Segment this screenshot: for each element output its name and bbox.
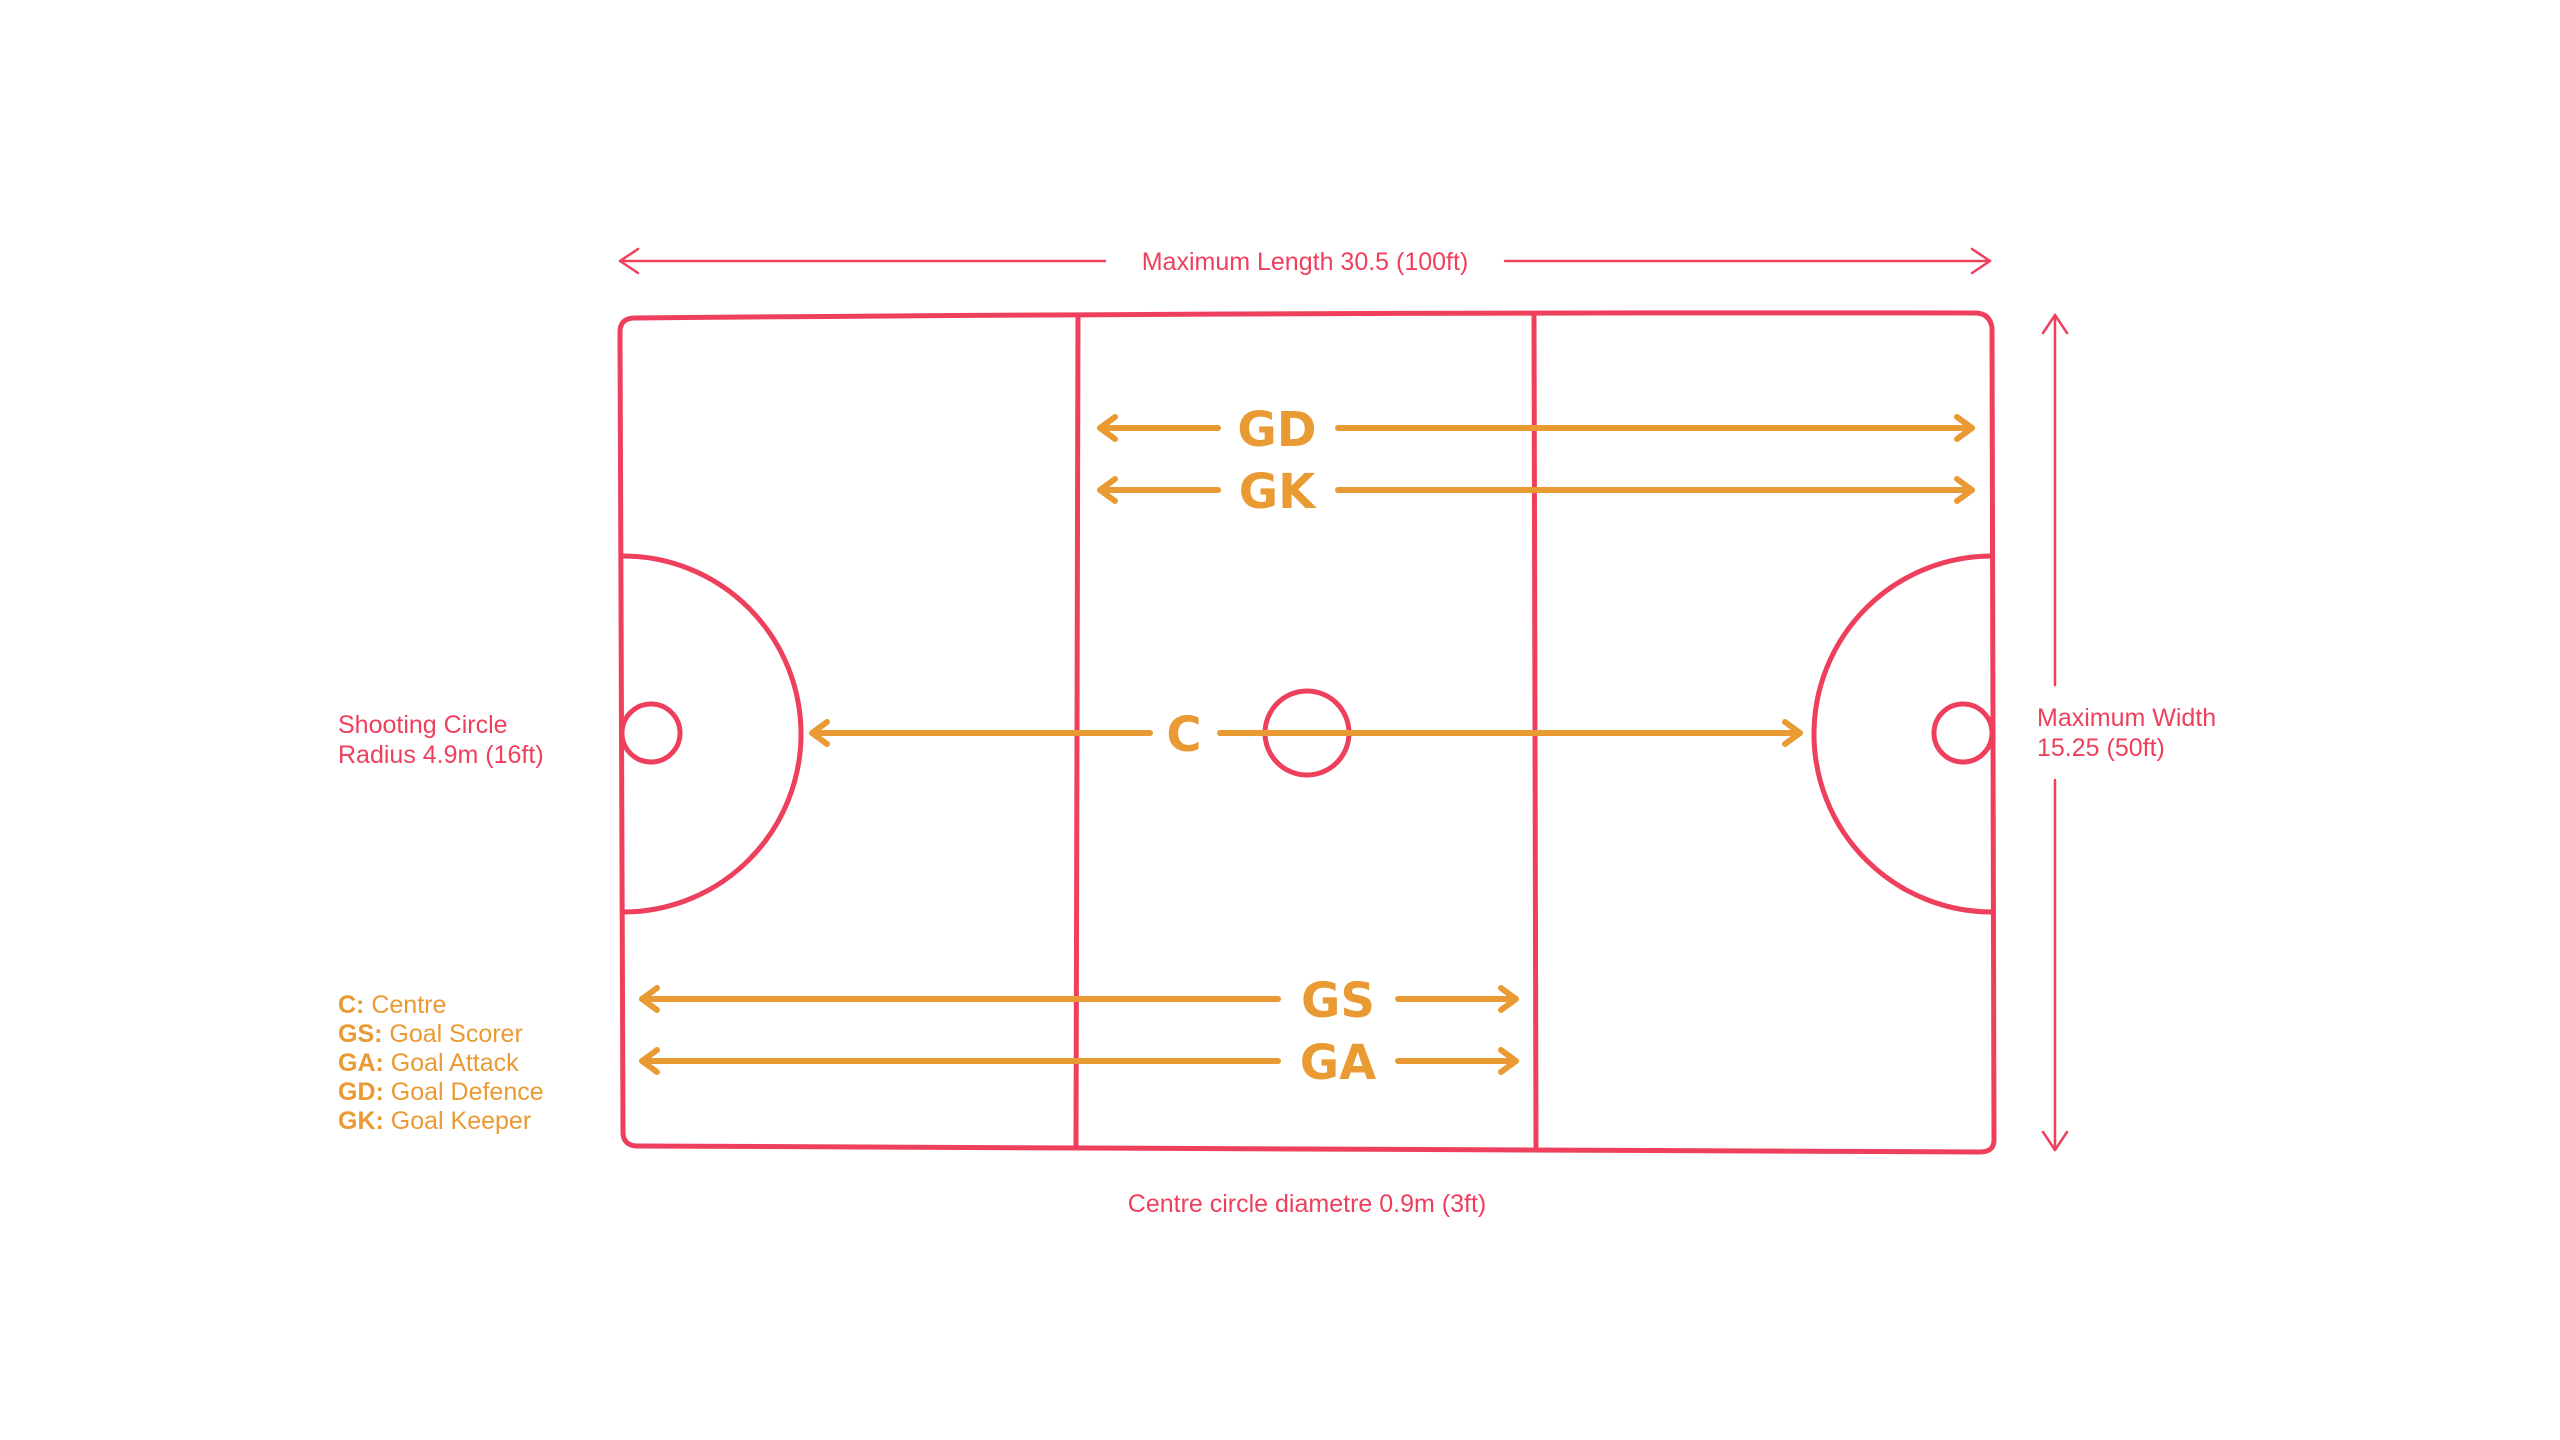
ga-area-arrow bbox=[639, 1047, 1519, 1075]
shooting-circle-label-line2: Radius 4.9m (16ft) bbox=[338, 741, 544, 769]
gk-label: GK bbox=[1239, 464, 1317, 520]
legend-item: GD: Goal Defence bbox=[338, 1078, 544, 1106]
legend-item: GK: Goal Keeper bbox=[338, 1107, 531, 1135]
centre-circle-label: Centre circle diametre 0.9m (3ft) bbox=[1128, 1190, 1486, 1218]
right-shooting-circle bbox=[1811, 553, 1995, 915]
right-goal-ring bbox=[1931, 701, 1995, 765]
gk-area-arrow bbox=[1097, 476, 1975, 504]
c-label: C bbox=[1166, 707, 1201, 763]
court-boundary bbox=[617, 310, 1997, 1155]
c-area-arrow bbox=[809, 719, 1803, 747]
max-width-label-line2: 15.25 (50ft) bbox=[2037, 734, 2165, 762]
max-width-label-line1: Maximum Width bbox=[2037, 704, 2216, 732]
left-shooting-circle bbox=[620, 553, 804, 915]
left-goal-ring bbox=[619, 701, 683, 765]
gs-area-arrow bbox=[639, 985, 1519, 1013]
max-length-arrow bbox=[618, 247, 1992, 275]
max-width-arrow bbox=[2041, 313, 2069, 1152]
ga-label: GA bbox=[1300, 1035, 1377, 1091]
gs-label: GS bbox=[1301, 973, 1375, 1029]
legend-item: GS: Goal Scorer bbox=[338, 1020, 523, 1048]
position-legend: C: Centre GS: Goal Scorer GA: Goal Attac… bbox=[338, 991, 544, 1135]
gd-area-arrow bbox=[1097, 414, 1975, 442]
legend-item: C: Centre bbox=[338, 991, 446, 1019]
shooting-circle-label-line1: Shooting Circle bbox=[338, 711, 508, 739]
max-length-label: Maximum Length 30.5 (100ft) bbox=[1142, 248, 1469, 276]
legend-item: GA: Goal Attack bbox=[338, 1049, 519, 1077]
gd-label: GD bbox=[1237, 402, 1316, 458]
